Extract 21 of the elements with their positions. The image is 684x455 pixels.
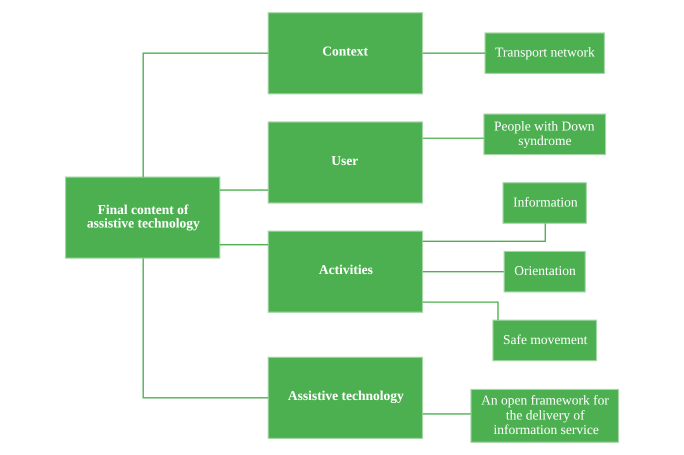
node-box: Safe movement	[492, 320, 598, 362]
node-box: Final content of assistive technology	[64, 176, 220, 259]
connector	[422, 52, 486, 54]
node-box: User	[268, 121, 424, 204]
node-box: Transport network	[484, 32, 605, 74]
connector	[422, 271, 504, 272]
connector	[142, 52, 268, 177]
connector	[422, 413, 471, 415]
connector	[422, 301, 499, 320]
node-box: An open framework for the delivery of information service	[470, 388, 620, 443]
connector	[220, 244, 268, 246]
connector	[422, 224, 546, 242]
connector	[220, 189, 268, 191]
node-box: Assistive technology	[268, 356, 424, 439]
connector	[422, 138, 484, 139]
node-box: People with Down syndrome	[483, 113, 606, 156]
connector	[142, 258, 268, 399]
node-box: Orientation	[504, 250, 586, 293]
node-box: Activities	[268, 230, 424, 313]
node-box: Context	[268, 12, 424, 94]
node-box: Information	[502, 182, 587, 224]
